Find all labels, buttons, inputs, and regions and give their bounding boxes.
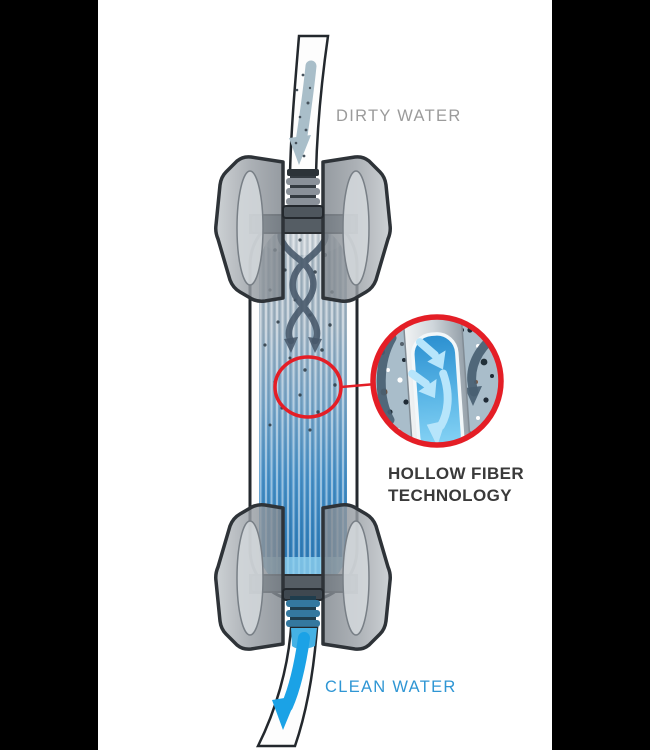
hollow-fiber-label-line2: TECHNOLOGY xyxy=(388,486,512,505)
clean-water-tube xyxy=(255,626,319,748)
contaminant-specks-inlet xyxy=(294,73,312,158)
letterbox-left xyxy=(0,0,98,750)
outlet-connector xyxy=(282,588,324,632)
clean-water-label: CLEAN WATER xyxy=(325,678,457,696)
hollow-fiber-tube xyxy=(402,319,471,443)
dirty-water-label: DIRTY WATER xyxy=(336,107,462,125)
dirty-water-tube xyxy=(288,34,330,176)
inlet-connector xyxy=(282,169,324,219)
letterbox-right xyxy=(552,0,650,750)
filtered-water-arrows-icon xyxy=(408,338,452,443)
clean-water-arrowhead-icon xyxy=(272,696,297,730)
hollow-fiber-zoom-callout xyxy=(370,314,504,448)
callout-leader-line xyxy=(340,382,377,389)
hollow-fiber-strands xyxy=(259,224,347,591)
dirty-water-arrowhead-icon xyxy=(289,135,311,165)
filter-body xyxy=(248,211,359,603)
hollow-fiber-label-line1: HOLLOW FIBER xyxy=(388,464,524,483)
zoom-circle-ring xyxy=(370,314,504,448)
